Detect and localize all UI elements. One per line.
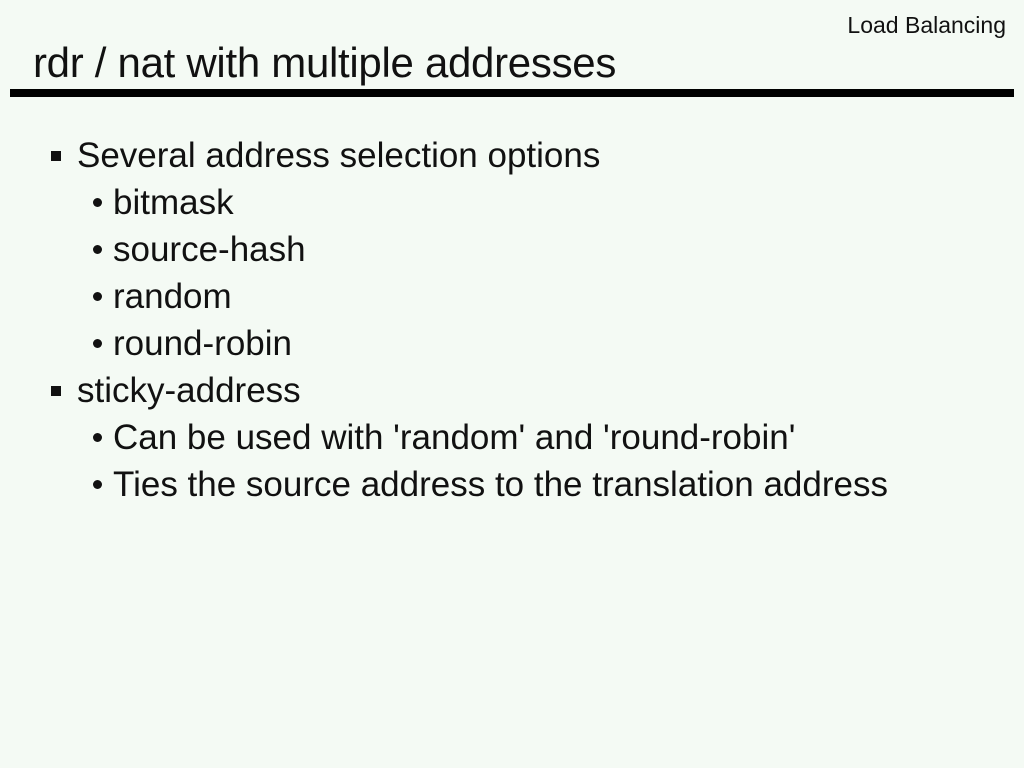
slide-title: rdr / nat with multiple addresses — [33, 39, 617, 86]
bullet-text: Ties the source address to the translati… — [113, 464, 888, 504]
slide-section-label: Load Balancing — [847, 12, 1006, 38]
bullet-text: source-hash — [113, 229, 306, 269]
bullet-text: random — [113, 276, 232, 316]
dot-bullet-icon — [93, 198, 102, 207]
dot-bullet-icon — [93, 480, 102, 489]
bullet-item: Can be used with 'random' and 'round-rob… — [0, 414, 1024, 461]
dot-bullet-icon — [93, 245, 102, 254]
dot-bullet-icon — [93, 433, 102, 442]
dot-bullet-icon — [93, 339, 102, 348]
bullet-list: Several address selection options bitmask… — [0, 132, 1024, 508]
bullet-text: sticky-address — [77, 370, 301, 410]
bullet-item: source-hash — [0, 226, 1024, 273]
bullet-item: bitmask — [0, 179, 1024, 226]
bullet-item: Ties the source address to the translati… — [0, 461, 1024, 508]
title-underline-rule — [10, 89, 1014, 97]
bullet-text: Several address selection options — [77, 135, 601, 175]
square-bullet-icon — [51, 150, 61, 161]
bullet-text: bitmask — [113, 182, 234, 222]
bullet-item: random — [0, 273, 1024, 320]
dot-bullet-icon — [93, 292, 102, 301]
bullet-text: Can be used with 'random' and 'round-rob… — [113, 417, 796, 457]
bullet-text: round-robin — [113, 323, 292, 363]
square-bullet-icon — [51, 385, 61, 396]
bullet-item: Several address selection options — [0, 132, 1024, 179]
bullet-item: round-robin — [0, 320, 1024, 367]
bullet-item: sticky-address — [0, 367, 1024, 414]
